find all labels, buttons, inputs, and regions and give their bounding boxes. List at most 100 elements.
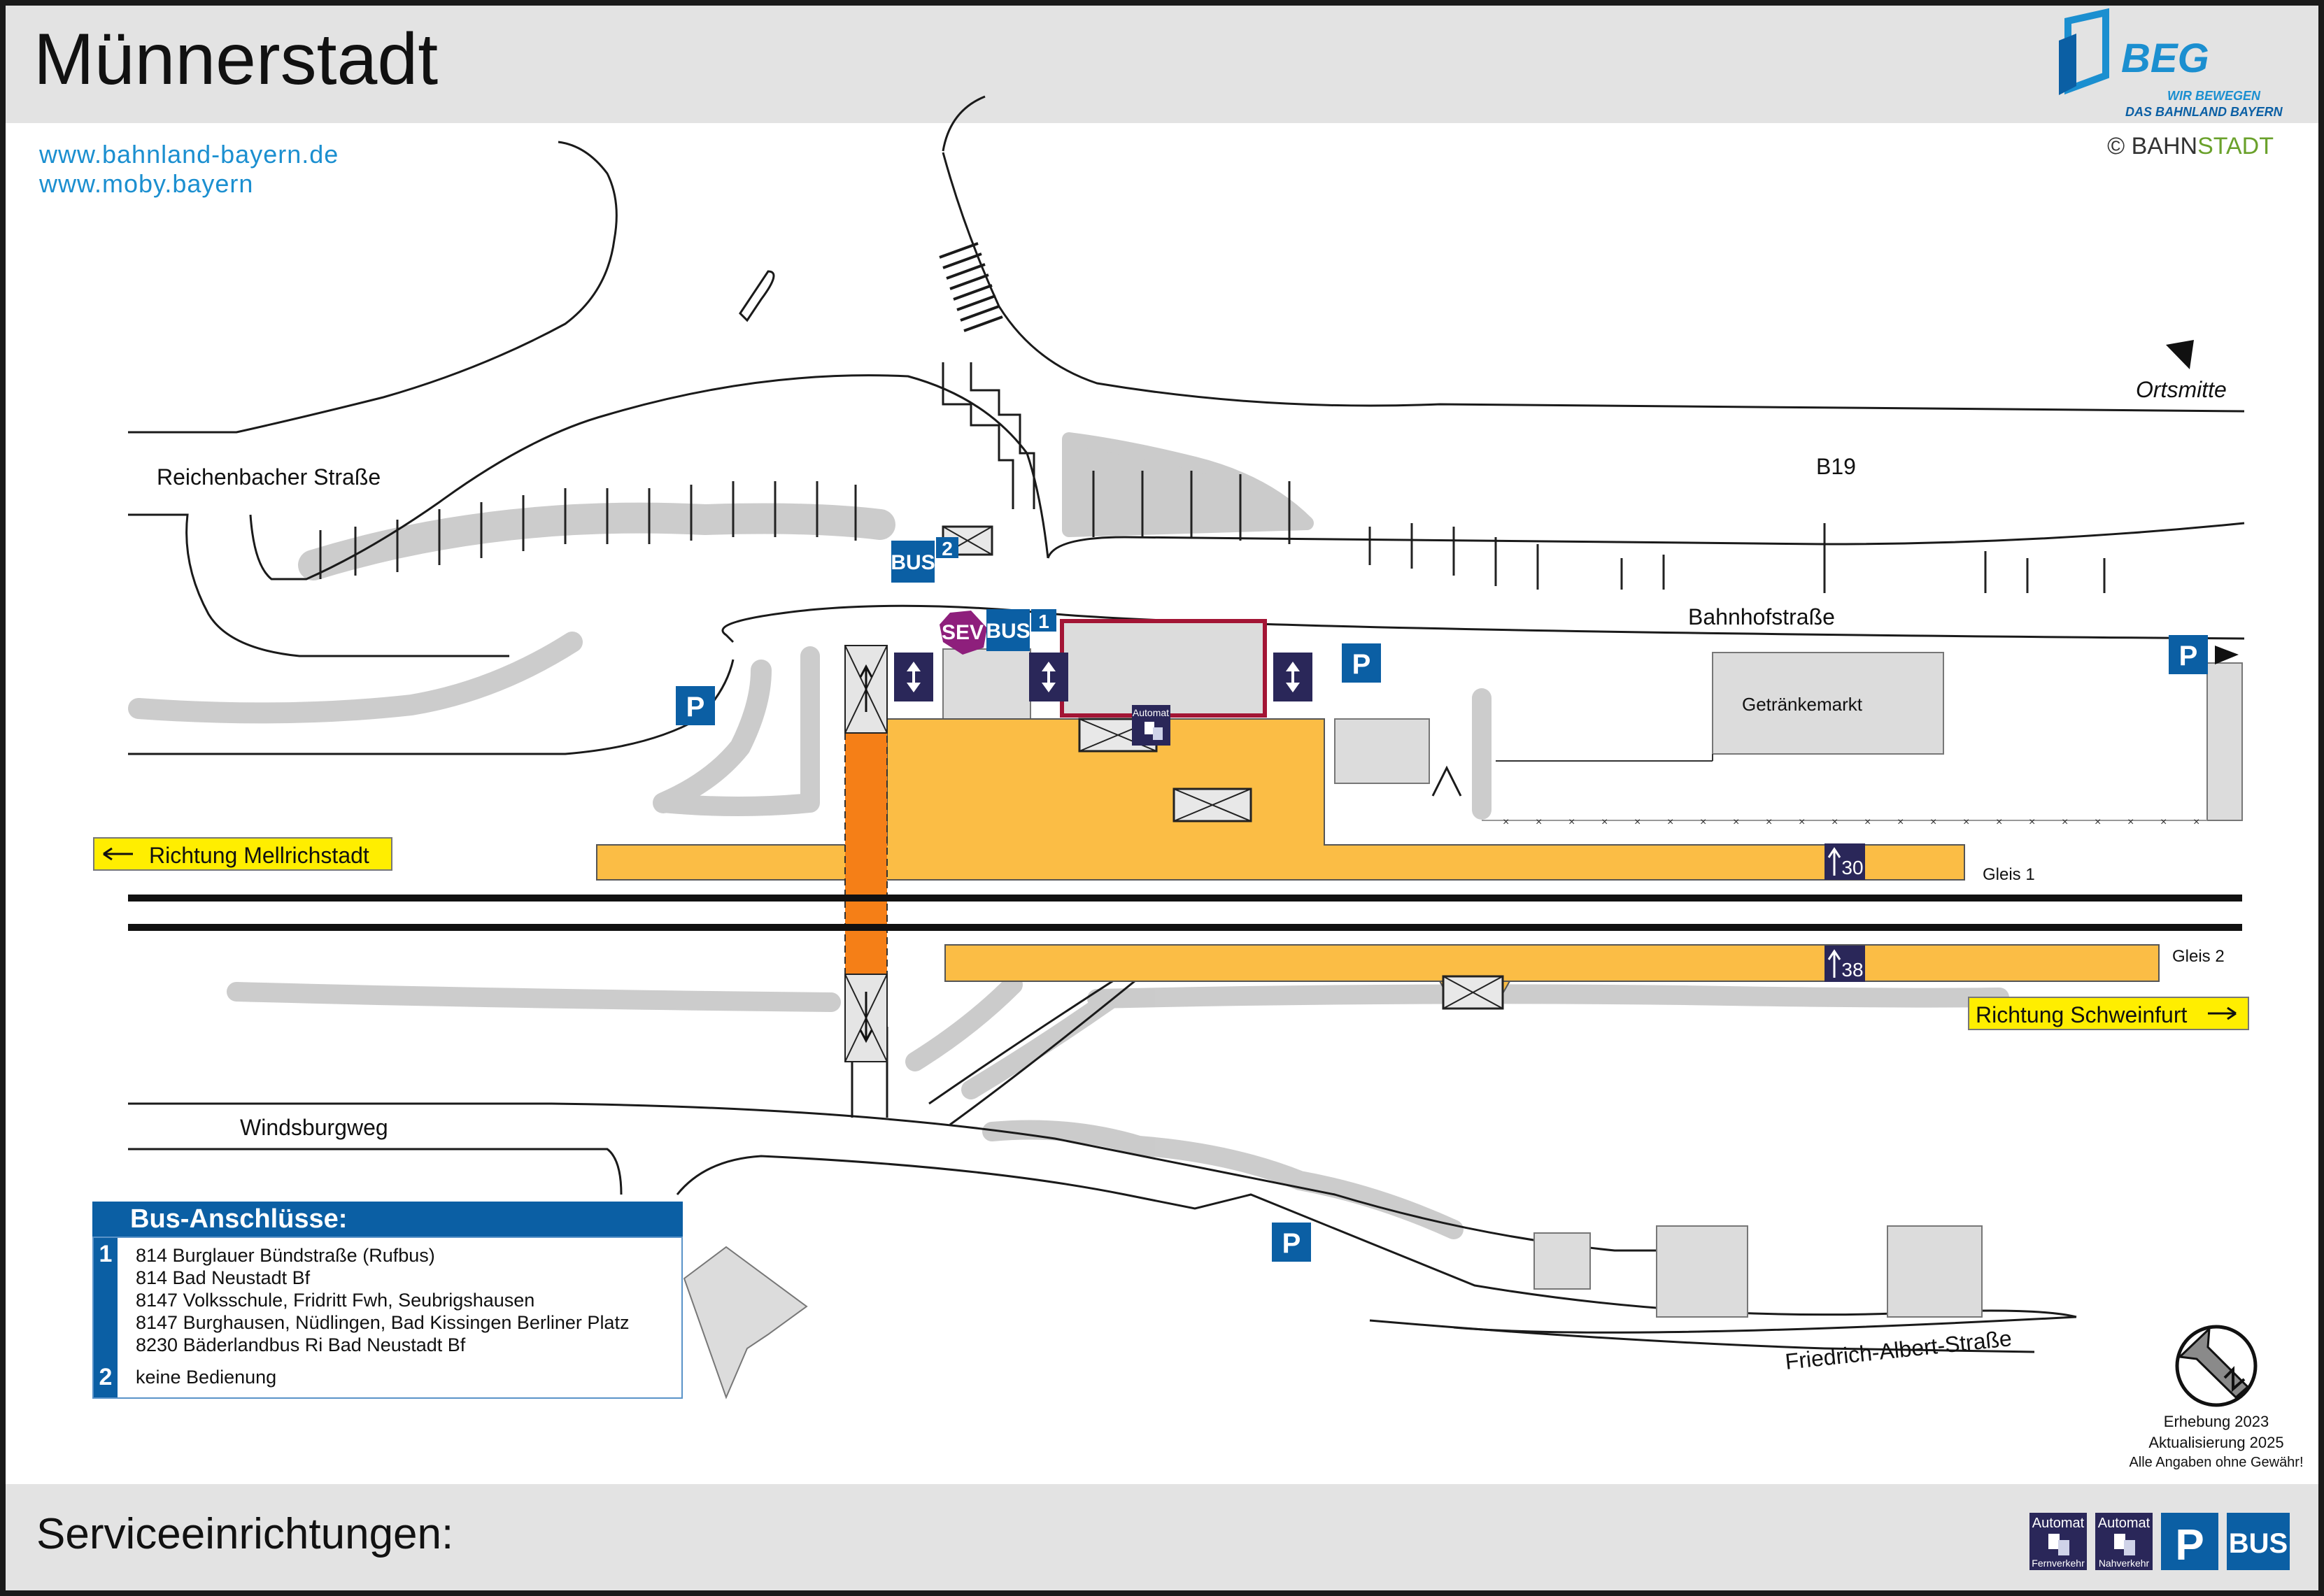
bus-connections-list: 1 814 Burglauer Bündstraße (Rufbus) 814 … xyxy=(92,1237,683,1399)
platform-height-1: 30 xyxy=(1825,843,1865,880)
fence-tick: × xyxy=(1601,816,1608,828)
platform-height-1-value: 30 xyxy=(1841,857,1863,878)
ortsmitte-label: Ortsmitte xyxy=(2136,377,2227,402)
lift-icon xyxy=(1273,653,1312,701)
fence-tick: × xyxy=(1930,816,1936,828)
shelter-icon xyxy=(1172,788,1252,822)
bus-line: 814 Burglauer Bündstraße (Rufbus) xyxy=(136,1245,435,1266)
service-icon-sublabel: Nahverkehr xyxy=(2099,1558,2150,1569)
direction-mellrichstadt: Richtung Mellrichstadt xyxy=(93,837,392,871)
fence-tick: × xyxy=(1897,816,1904,828)
fence-tick: × xyxy=(1536,816,1542,828)
parking-icon: P xyxy=(1272,1223,1311,1262)
service-icon-label: BUS xyxy=(2229,1528,2288,1559)
page-title: Münnerstadt xyxy=(34,19,439,100)
service-bus: BUS xyxy=(2227,1513,2290,1570)
direction-schweinfurt-label: Richtung Schweinfurt xyxy=(1976,1002,2187,1027)
survey-disclaimer: Alle Angaben ohne Gewähr! xyxy=(2129,1455,2304,1470)
survey-year: Erhebung 2023 xyxy=(2163,1413,2269,1430)
copyright-name-b: STADT xyxy=(2197,133,2274,159)
parking-label: P xyxy=(1352,649,1371,680)
copyright: © BAHNSTADT xyxy=(2107,133,2274,160)
stairs-up-icon xyxy=(859,664,873,712)
parking-label: P xyxy=(686,692,705,722)
building xyxy=(1533,1232,1591,1290)
underpass xyxy=(844,732,888,975)
pedestrian-crossing xyxy=(939,242,1003,332)
fence-tick: × xyxy=(2095,816,2101,828)
shelter-icon xyxy=(1442,975,1504,1010)
arrow-right-icon xyxy=(2208,1006,2237,1020)
ticket-machine-icon: Automat xyxy=(1132,705,1170,746)
platform-1 xyxy=(596,718,1965,881)
fence-tick: × xyxy=(1996,816,2002,828)
fence-tick: × xyxy=(1503,816,1509,828)
beg-brand: BEG xyxy=(2121,36,2209,81)
beg-logo: BEG WIR BEWEGEN DAS BAHNLAND BAYERN xyxy=(2059,8,2283,119)
stairs-to-b19 xyxy=(942,362,1035,509)
gleis-1-label: Gleis 1 xyxy=(1983,865,2035,884)
beg-tagline-1: WIR BEWEGEN xyxy=(2167,89,2261,103)
building xyxy=(1887,1225,1983,1318)
lift-icon xyxy=(1029,653,1068,701)
parking-icon: P xyxy=(2169,635,2208,674)
link-bahnland-bayern[interactable]: www.bahnland-bayern.de xyxy=(39,140,339,169)
copyright-symbol: © xyxy=(2107,133,2125,159)
fence-tick: × xyxy=(2029,816,2035,828)
fence-tick: × xyxy=(1700,816,1706,828)
fence-tick: × xyxy=(1733,816,1739,828)
bus-stop-number: 2 xyxy=(99,1364,113,1390)
building xyxy=(1656,1225,1748,1318)
bus-line: 8147 Burghausen, Nüdlingen, Bad Kissinge… xyxy=(136,1312,630,1333)
parking-label: P xyxy=(1282,1228,1301,1259)
service-icon-label: Automat xyxy=(2032,1516,2085,1531)
stairs-down-icon xyxy=(859,992,873,1043)
bus-stop-1-icon: BUS 1 xyxy=(986,609,1056,651)
tree-markers xyxy=(319,471,2106,593)
beg-logo-mark xyxy=(2059,34,2076,95)
fence xyxy=(1482,754,2207,821)
lift-icon xyxy=(894,653,933,701)
service-ticket-machine-long-distance: Automat Fernverkehr xyxy=(2029,1513,2087,1570)
vegetation xyxy=(128,432,2009,1239)
service-ticket-machine-regional: Automat Nahverkehr xyxy=(2095,1513,2153,1570)
parking-icons: P P P P xyxy=(676,635,2208,1262)
building xyxy=(1334,718,1430,784)
street-friedrich-albert: Friedrich-Albert-Straße xyxy=(1784,1325,2013,1374)
station-building xyxy=(1060,619,1267,718)
traffic-island xyxy=(739,270,775,322)
platform-2 xyxy=(944,944,2160,982)
fence-tick: × xyxy=(1799,816,1805,828)
fence-tick: × xyxy=(1634,816,1641,828)
north-arrow-icon xyxy=(2175,1325,2258,1407)
link-moby-bayern[interactable]: www.moby.bayern xyxy=(39,169,254,198)
copyright-name-a: BAHN xyxy=(2131,133,2198,159)
bus-stop-1-label: BUS xyxy=(986,620,1030,643)
fence-tick: × xyxy=(1831,816,1838,828)
bus-line: 8230 Bäderlandbus Ri Bad Neustadt Bf xyxy=(136,1334,466,1355)
building xyxy=(683,1246,808,1399)
station-side-building xyxy=(942,648,1031,720)
direction-schweinfurt: Richtung Schweinfurt xyxy=(1968,997,2249,1030)
bus-stop-number: 1 xyxy=(99,1241,113,1267)
fence-tick: × xyxy=(2160,816,2167,828)
arrow-left-icon xyxy=(103,847,133,861)
platform-height-2-value: 38 xyxy=(1841,959,1863,981)
street-bahnhofstrasse: Bahnhofstraße xyxy=(1688,604,1835,629)
bus-line: 814 Bad Neustadt Bf xyxy=(136,1267,311,1288)
fence-tick: × xyxy=(2193,816,2199,828)
bus-connections-box: Bus-Anschlüsse: 1 814 Burglauer Bündstra… xyxy=(92,1202,683,1399)
bus-stop-stripe xyxy=(94,1238,118,1397)
parking-label: P xyxy=(2179,641,2198,671)
direction-mellrichstadt-label: Richtung Mellrichstadt xyxy=(149,843,369,868)
street-windsburgweg: Windsburgweg xyxy=(240,1115,388,1140)
survey-update: Aktualisierung 2025 xyxy=(2148,1434,2284,1451)
station-map: Automat ×××××××××××××××××××××× SEV BUS 1 xyxy=(93,8,2290,1570)
platform-height-2: 38 xyxy=(1825,946,1865,982)
service-icon-sublabel: Fernverkehr xyxy=(2032,1558,2085,1569)
footer-bar xyxy=(6,1484,2318,1590)
bus-stop-2-icon: BUS 2 xyxy=(891,537,958,583)
footer-title: Serviceeinrichtungen: xyxy=(36,1510,454,1558)
bus-stop-2-label: BUS xyxy=(891,551,935,574)
